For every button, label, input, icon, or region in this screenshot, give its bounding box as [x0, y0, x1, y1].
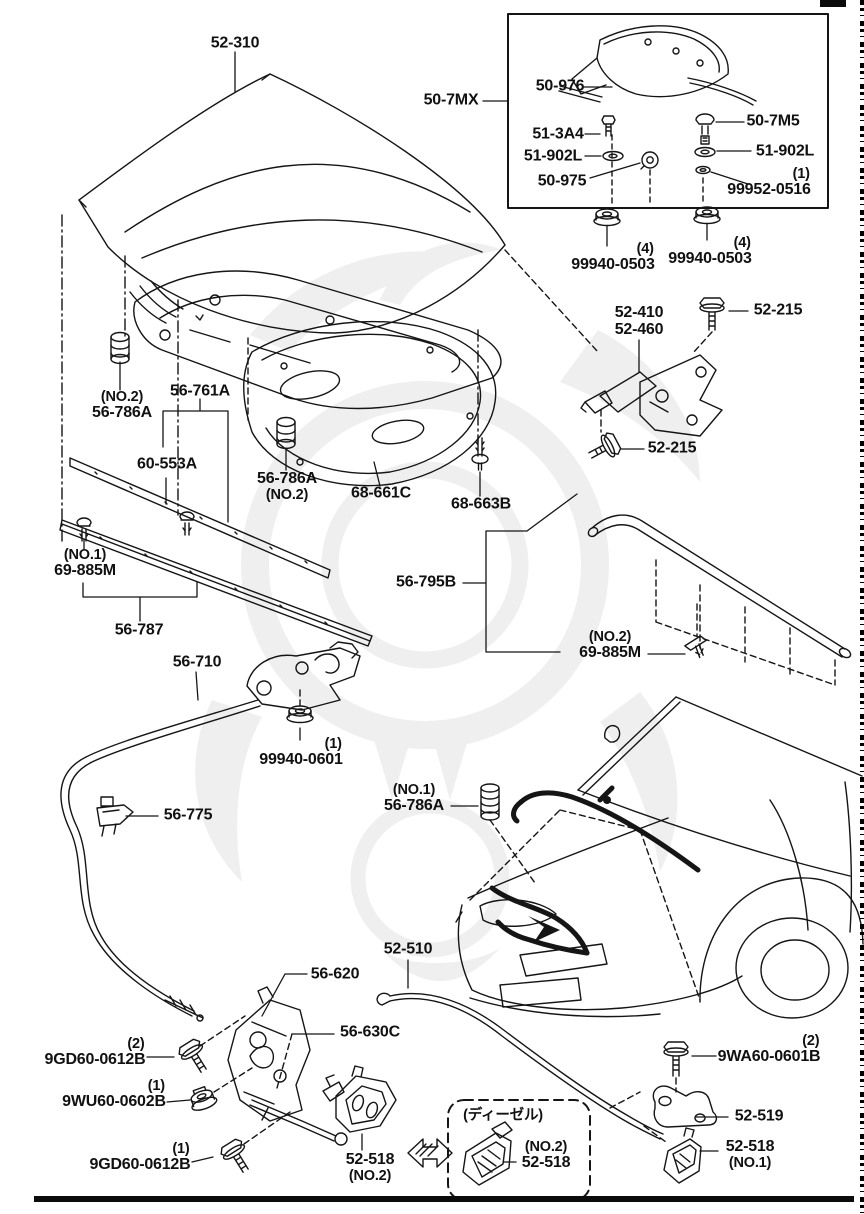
bolt-50-7m5-icon [700, 135, 710, 145]
lock-rod-art [376, 992, 664, 1140]
inset-box [507, 13, 829, 209]
interchange-arrow-icon [407, 1138, 453, 1168]
cable-routing-art-fill [528, 796, 611, 942]
part-label-56-761a: 56-761A [170, 382, 230, 400]
insulator-art [243, 320, 497, 487]
part-label-60-553a: 60-553A [137, 455, 197, 473]
safety-lever-art [249, 1099, 348, 1146]
striker-52-518-no2-art [322, 1065, 397, 1133]
part-label-56-630c: 56-630C [340, 1023, 400, 1041]
diesel-option-box [447, 1099, 591, 1201]
hood-seal-art [587, 514, 852, 686]
part-label-56-775: 56-775 [163, 806, 213, 824]
bump-stop-56-786a-left-icon [110, 331, 130, 365]
part-label-56-620: 56-620 [310, 965, 360, 983]
part-label-99940-0503-right: (4)99940-0503 [668, 234, 752, 268]
scan-artifact-bottom-bar [34, 1196, 854, 1202]
part-label-52-510: 52-510 [383, 940, 433, 958]
clip-56-775-icon [96, 796, 134, 837]
part-label-52-215-top: 52-215 [753, 301, 803, 319]
part-label-9gd60-0612b-2: (2)9GD60-0612B [44, 1035, 146, 1069]
nut-99940-0503-left-icon [593, 208, 621, 227]
part-label-9gd60-0612b-1: (1)9GD60-0612B [89, 1140, 191, 1174]
bump-stop-56-786a-right-icon [276, 416, 296, 450]
part-label-99940-0601: (1)99940-0601 [259, 735, 343, 769]
spoiler-art [558, 25, 757, 106]
part-label-diesel-note: (ディーゼル) [463, 1107, 543, 1124]
hinge-art [580, 354, 723, 437]
part-label-99952-0516: (1)99952-0516 [727, 165, 811, 199]
clip-69-885m-no2-icon [684, 635, 707, 659]
part-label-69-885m-no2: (NO.2)69-885M [579, 628, 641, 662]
part-label-56-710: 56-710 [172, 653, 222, 671]
hood-inner-frame-art [133, 270, 502, 410]
part-label-68-661c: 68-661C [351, 484, 411, 502]
part-label-9wu60-0602b: (1)9WU60-0602B [62, 1077, 166, 1111]
washer-51-902l-right-icon [694, 146, 716, 158]
part-label-56-795b: 56-795B [396, 573, 456, 591]
part-label-52-519: 52-519 [734, 1107, 784, 1125]
part-label-9wa60-0601b: (2)9WA60-0601B [717, 1032, 821, 1066]
leader-lines [82, 51, 752, 1163]
part-label-68-663b: 68-663B [451, 495, 511, 513]
clip-52-518-no1-art [663, 1127, 702, 1184]
release-cable-art [60, 699, 261, 1022]
hood-panel-art [78, 73, 506, 334]
clip-50-7m5-icon [695, 113, 715, 135]
part-label-51-902l-right: 51-902L [755, 142, 815, 160]
part-label-50-976: 50-976 [535, 77, 585, 95]
part-label-52-310: 52-310 [210, 34, 260, 52]
scan-artifact-top [820, 0, 846, 7]
part-label-56-787: 56-787 [114, 621, 164, 639]
cable-routing-art [489, 785, 701, 956]
part-label-50-7m5: 50-7M5 [746, 112, 800, 130]
bolt-52-215-top-icon [699, 297, 725, 331]
washer-99952-0516-icon [695, 165, 711, 175]
nut-99940-0503-right-icon [693, 206, 721, 225]
screw-51-3a4-icon [601, 115, 616, 137]
part-label-50-7mx: 50-7MX [423, 91, 479, 109]
bolt-9wa60-0601b-icon [663, 1041, 689, 1077]
part-label-50-975: 50-975 [537, 172, 587, 190]
bump-stop-56-786a-no1-icon [480, 783, 500, 821]
part-label-52-215-bottom: 52-215 [647, 439, 697, 457]
hood-lock-upper-art [246, 641, 361, 711]
part-label-56-786a-no1: (NO.1)56-786A [384, 781, 444, 815]
nut-99940-0601-icon [286, 705, 314, 724]
part-label-51-902l-left: 51-902L [523, 147, 583, 165]
part-label-52-518-diesel: (NO.2)52-518 [521, 1138, 571, 1172]
bolt-9gd60-0612b-2-icon [178, 1038, 207, 1073]
part-label-56-786a-no2-left: (NO.2)56-786A [92, 388, 152, 422]
part-label-69-885m-no1: (NO.1)69-885M [54, 546, 116, 580]
nut-9wu60-0602b-icon [190, 1085, 218, 1111]
hood-latch-lower-art [227, 986, 311, 1122]
clip-69-885m-no1-icon [76, 517, 92, 542]
watermark-logo [195, 242, 700, 981]
bracket-52-519-art [652, 1085, 718, 1128]
car-outline-art [455, 696, 864, 1019]
scan-artifact-right-edge [860, 0, 864, 1214]
part-label-52-518-no2: 52-518(NO.2) [345, 1150, 395, 1184]
part-label-56-786a-no2-right: 56-786A(NO.2) [257, 469, 317, 503]
bolt-52-215-bottom-icon [588, 432, 622, 459]
part-label-51-3a4: 51-3A4 [532, 125, 584, 143]
clip-69-885m-extra-icon [179, 511, 195, 536]
clip-68-663b-icon [471, 437, 489, 471]
grommet-50-975-icon [640, 151, 659, 170]
weatherstrip-56-787-art [59, 519, 373, 647]
bolt-9gd60-0612b-1-icon [220, 1138, 249, 1173]
part-label-52-518-no1: 52-518(NO.1) [725, 1137, 775, 1171]
part-label-99940-0503-left: (4)99940-0503 [571, 240, 655, 274]
washer-51-902l-left-icon [602, 150, 624, 162]
